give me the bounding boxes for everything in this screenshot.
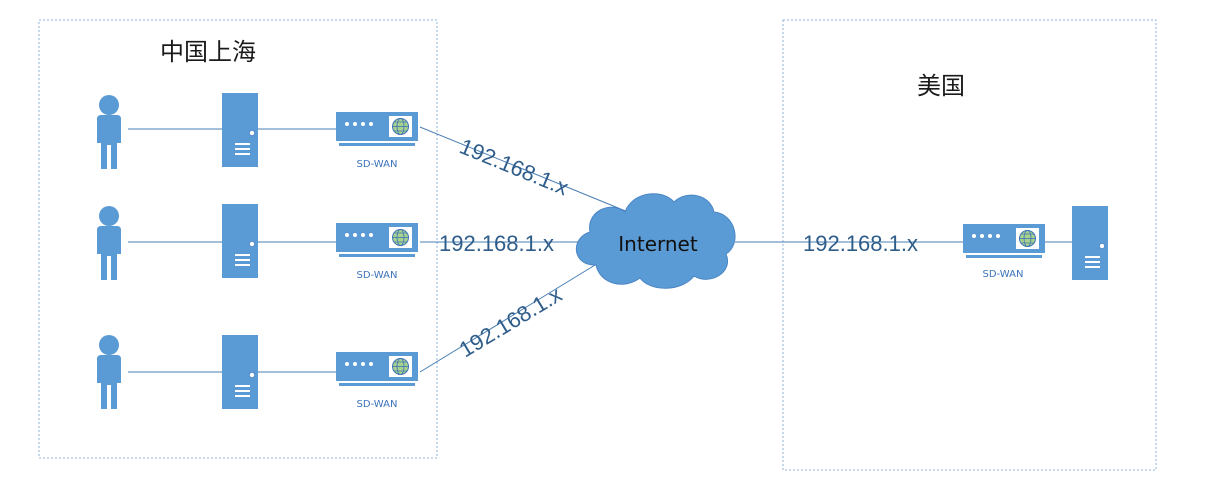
- region-shanghai-box: [38, 19, 438, 459]
- ip-label-usa: 192.168.1.x: [803, 231, 918, 256]
- local-links: [128, 128, 338, 373]
- cloud-label: Internet: [618, 232, 698, 256]
- ip-label-middle: 192.168.1.x: [439, 231, 554, 256]
- ip-label-bottom: 192.168.1.x: [455, 282, 566, 363]
- server-icon: [1071, 205, 1109, 281]
- server-icon: [221, 203, 259, 279]
- region-usa-box: [782, 19, 1157, 471]
- cloud-icon: [575, 193, 736, 289]
- sdwan-caption: SD-WAN: [357, 159, 398, 170]
- sdwan-caption: SD-WAN: [983, 269, 1024, 280]
- server-icon: [221, 92, 259, 168]
- region-shanghai-title: 中国上海: [160, 38, 256, 66]
- user-icon: [97, 335, 121, 409]
- sdwan-caption: SD-WAN: [357, 399, 398, 410]
- user-icon: [97, 206, 121, 280]
- region-usa-title: 美国: [917, 72, 965, 100]
- sdwan-router-icon: [335, 111, 419, 147]
- sdwan-router-icon: [335, 222, 419, 258]
- server-icon: [221, 334, 259, 410]
- sdwan-router-icon: [962, 223, 1046, 259]
- sdwan-router-icon: [335, 351, 419, 387]
- wan-links: [419, 126, 1072, 373]
- sdwan-caption: SD-WAN: [357, 270, 398, 281]
- ip-label-top: 192.168.1.x: [456, 133, 572, 200]
- user-icon: [97, 95, 121, 169]
